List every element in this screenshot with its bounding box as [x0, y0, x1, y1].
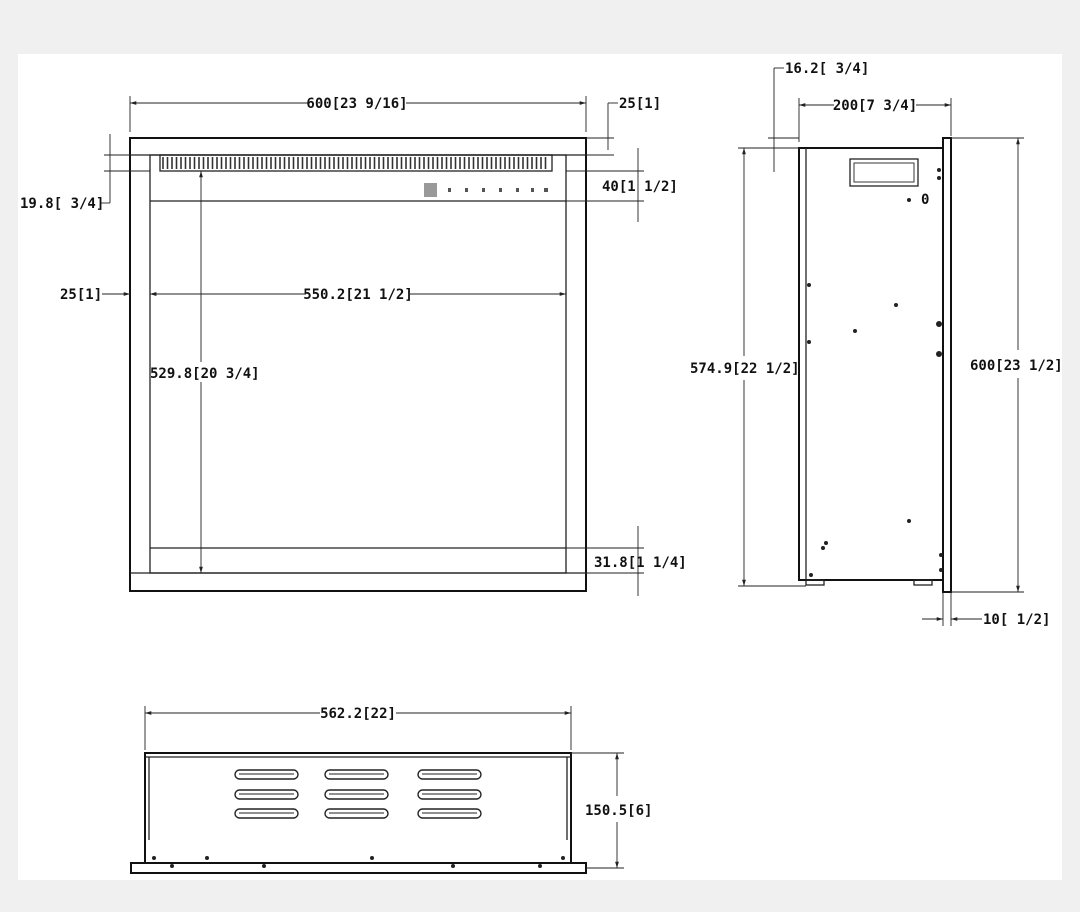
louver-slot [324, 808, 389, 819]
control-button [499, 188, 502, 192]
dim-bottom-band: 31.8[1 1/4] [594, 555, 687, 571]
screw-hole [561, 856, 565, 860]
dim-top-lip: 16.2[ 3/4] [785, 61, 869, 77]
dim-flange: 10[ 1/2] [983, 612, 1050, 628]
dim-overall-height: 600[23 1/2] [970, 358, 1063, 374]
louver-slot [234, 808, 299, 819]
screw-hole [907, 198, 911, 202]
control-buttons [448, 188, 548, 192]
drawing-sheet [18, 54, 1062, 880]
louver-slot [234, 769, 299, 780]
dim-depth: 200[7 3/4] [833, 98, 917, 114]
screw-hole [907, 519, 911, 523]
control-button [544, 188, 548, 192]
control-panel-display [424, 183, 437, 197]
side-view: 0 16.2[ 3/4] 200[7 3/4] 574.9[22 1/2] 60… [690, 61, 1063, 628]
control-button [531, 188, 534, 192]
control-button [482, 188, 485, 192]
screw-hole [939, 568, 943, 572]
top-view: 562.2[22] 150.5[6] [130, 706, 652, 874]
dim-side-frame: 25[1] [60, 287, 102, 303]
control-button [516, 188, 519, 192]
front-inner-opening [149, 154, 567, 574]
front-outer-frame [129, 137, 587, 592]
dim-inner-width: 550.2[21 1/2] [303, 287, 413, 303]
dim-top-width: 562.2[22] [320, 706, 396, 722]
louver-slot [324, 789, 389, 800]
dim-body-height: 574.9[22 1/2] [690, 361, 800, 377]
dim-frame-top: 25[1] [619, 96, 661, 112]
side-foot [913, 579, 933, 586]
front-vent-grille [159, 154, 553, 172]
screw-hole [894, 303, 898, 307]
screw-hole [538, 864, 542, 868]
louver-slot [234, 789, 299, 800]
louver-slot [324, 769, 389, 780]
screw-hole [936, 321, 942, 327]
vent-grille-slots [162, 157, 547, 169]
screw-hole [262, 864, 266, 868]
side-foot [805, 579, 825, 586]
dim-control-band: 40[1 1/2] [602, 179, 678, 195]
screw-hole [807, 340, 811, 344]
side-control-box-inner [853, 162, 915, 183]
screw-hole [807, 283, 811, 287]
side-body [798, 147, 944, 581]
side-marker: 0 [921, 192, 929, 208]
side-screw-holes [807, 168, 943, 577]
front-view: 600[23 9/16] 25[1] 19.8[ 3/4] 40[1 1/2] … [20, 96, 687, 596]
dim-inner-height: 529.8[20 3/4] [150, 366, 260, 382]
screw-hole [205, 856, 209, 860]
dim-overall-width: 600[23 9/16] [306, 96, 407, 112]
top-louvers [234, 769, 482, 819]
side-front-flange [942, 137, 952, 593]
screw-hole [937, 168, 941, 172]
screw-hole [451, 864, 455, 868]
control-button [465, 188, 468, 192]
screw-hole [821, 546, 825, 550]
screw-hole [370, 856, 374, 860]
screw-hole [170, 864, 174, 868]
side-control-box [849, 158, 919, 187]
screw-hole [853, 329, 857, 333]
top-front-flange [130, 862, 587, 874]
screw-hole [824, 541, 828, 545]
louver-slot [417, 789, 482, 800]
top-screw-holes [152, 856, 565, 868]
screw-hole [936, 351, 942, 357]
screw-hole [939, 553, 943, 557]
screw-hole [809, 573, 813, 577]
control-button [448, 188, 451, 192]
louver-slot [417, 808, 482, 819]
louver-slot [417, 769, 482, 780]
screw-hole [937, 176, 941, 180]
dim-top-depth: 150.5[6] [585, 803, 652, 819]
dim-top-offset: 19.8[ 3/4] [20, 196, 104, 212]
screw-hole [152, 856, 156, 860]
